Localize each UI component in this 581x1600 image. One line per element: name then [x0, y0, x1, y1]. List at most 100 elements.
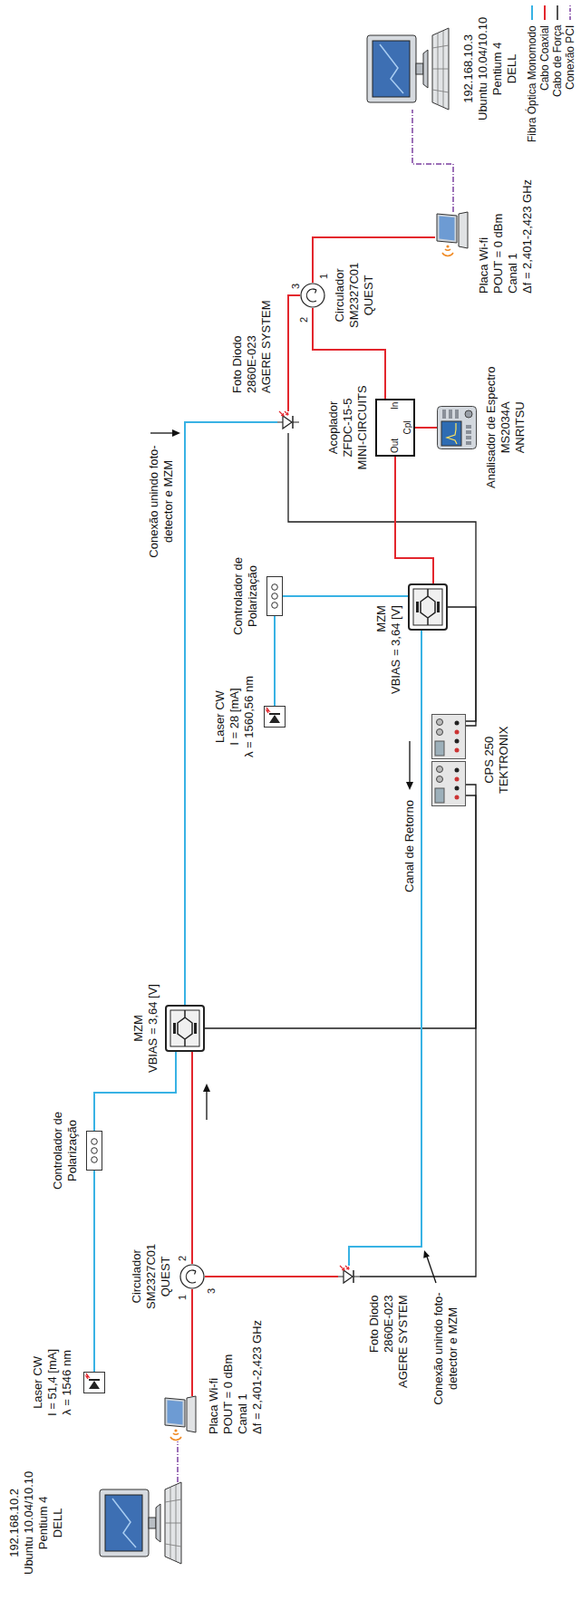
drawing-part: [376, 399, 415, 456]
pd-symbol: [277, 411, 300, 434]
component-label: Ubuntu 10.04/10.10: [21, 1471, 37, 1576]
label-group: CirculadorSM2327C01QUEST: [129, 1244, 174, 1310]
drawing-part: [439, 216, 456, 242]
drawing-part: [455, 409, 459, 419]
drawing-part: [435, 741, 445, 756]
optical-fiber: [94, 1052, 176, 1132]
component-label: AGERE SYSTEM: [259, 300, 274, 394]
coaxial-cable: [415, 426, 437, 429]
legend-entry: Cabo Coaxial: [538, 25, 552, 91]
component-label: Δf = 2,401-2,423 GHz: [250, 1320, 265, 1435]
legend-entry: Cabo de Força: [551, 25, 564, 97]
pci-connection: [412, 109, 454, 213]
laser-source: Laser CWI = 51,4 [mA]λ = 1546 nm: [83, 1372, 106, 1395]
component-label: I = 28 [mA]: [227, 676, 243, 758]
sa-symbol: [436, 406, 477, 450]
drawing-part: [436, 766, 444, 774]
drawing-part: [455, 748, 460, 754]
fiber-sample: [531, 5, 533, 20]
component-label: Pentium 4: [490, 17, 505, 121]
drawing-part: [148, 1518, 156, 1530]
drawing-part: [105, 1495, 143, 1552]
mzm-symbol: [407, 583, 448, 631]
drawing-part: [465, 430, 472, 435]
optical-fiber: [348, 630, 422, 1267]
drawing-part: [170, 1010, 200, 1047]
port-number: 2: [176, 1256, 188, 1262]
laser-symbol: [83, 1372, 106, 1395]
pointer-arrow: [423, 1250, 436, 1284]
spectrum-analyzer: Analisador de EspectroMS2034AANRITSU: [436, 406, 477, 450]
component-label: VBIAS = 3,64 [V]: [388, 605, 404, 695]
component-label: Placa Wi-fi: [476, 179, 492, 294]
drawing-part: [313, 289, 318, 294]
drawing-part: [455, 786, 460, 792]
drawing-part: [435, 788, 445, 804]
directional-coupler: AcopladorZFDC-15-5MINI-CIRCUITSOutInCpl: [375, 398, 416, 457]
direction-arrow: [406, 741, 414, 791]
drawing-part: [432, 715, 466, 760]
legend-entry: Fibra Óptica Monomodo: [525, 25, 539, 143]
drawing-part: [465, 425, 472, 429]
drawing-part: [269, 715, 281, 724]
label-group: MZMVBIAS = 3,64 [V]: [374, 605, 404, 695]
component-label: MS2034A: [498, 367, 514, 489]
arrow-head: [172, 429, 181, 437]
drawing-part: [170, 1437, 182, 1441]
drawing-part: [436, 601, 440, 613]
component-label: QUEST: [158, 1244, 174, 1310]
label-group: Analisador de EspectroMS2034AANRITSU: [484, 367, 528, 489]
component-label: 2860E-023: [244, 300, 260, 394]
drawing-part: [416, 601, 419, 613]
drawing-part: [86, 1374, 89, 1380]
component-label: DELL: [50, 1471, 66, 1576]
drawing-part: [423, 49, 428, 88]
drawing-part: [446, 423, 457, 445]
pci-sample: [569, 5, 572, 20]
drawing-part: [269, 713, 281, 716]
optical-fiber: [93, 1171, 96, 1373]
port-name: Cpl: [402, 420, 414, 435]
ctrl-symbol: [266, 576, 283, 617]
coaxial-cable: [395, 456, 434, 584]
drawing-part: [264, 706, 286, 728]
label-group: Laser CWI = 51,4 [mA]λ = 1546 nm: [30, 1349, 75, 1417]
drawing-part: [164, 1398, 185, 1428]
label-group: Laser CWI = 28 [mA]λ = 1560,56 nm: [213, 676, 257, 758]
port-number: 3: [290, 283, 301, 290]
label-group: Foto Diodo2860E-023AGERE SYSTEM: [230, 300, 274, 394]
component-label: POUT = 0 dBm: [491, 179, 506, 294]
drawing-part: [112, 1499, 136, 1549]
drawing-part: [420, 589, 436, 626]
laptop-symbol: [435, 212, 472, 258]
drawing-part: [352, 1270, 355, 1284]
drawing-part: [455, 795, 460, 801]
drawing-part: [441, 421, 462, 446]
wifi-card: Placa Wi-fiPOUT = 0 dBmCanal 1Δf = 2,401…: [435, 212, 472, 258]
circ-symbol: [300, 282, 326, 309]
drawing-part: [341, 1267, 349, 1271]
coaxial-cable: [204, 1276, 339, 1279]
component-label: Foto Diodo: [367, 1295, 382, 1389]
coax-sample: [543, 5, 546, 20]
pointer-arrow: [150, 429, 181, 437]
drawing-part: [193, 1023, 197, 1035]
component-label: CPS 250: [482, 726, 497, 795]
component-label: Controlador de Polarização: [231, 551, 261, 642]
drawing-part: [436, 729, 444, 736]
drawing-part: [442, 409, 446, 419]
drawing-part: [455, 730, 460, 736]
computer: 192.168.10.3Ubuntu 10.04/10.10Pentium 4D…: [367, 28, 451, 110]
computer: 192.168.10.2Ubuntu 10.04/10.10Pentium 4D…: [99, 1482, 184, 1565]
ctrl-symbol: [86, 1131, 103, 1172]
label-group: Foto Diodo2860E-023AGERE SYSTEM: [367, 1295, 411, 1389]
drawing-part: [267, 577, 283, 617]
component-label: Circulador: [332, 262, 348, 329]
component-label: Pentium 4: [36, 1471, 51, 1576]
drawing-part: [432, 28, 449, 110]
callout-note: Conexão unindo foto-detector e MZM: [431, 1287, 461, 1411]
rf-circulator: CirculadorSM2327C01QUEST: [179, 1264, 205, 1290]
circ-symbol: [179, 1264, 205, 1290]
drawing-part: [455, 777, 460, 783]
